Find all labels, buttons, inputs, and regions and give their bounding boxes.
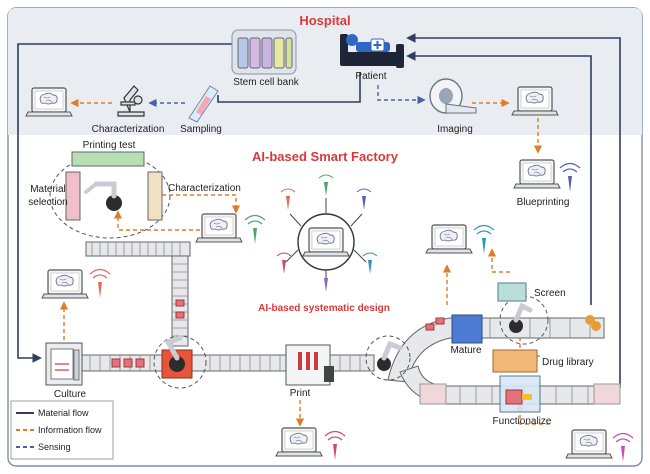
legend-sensing-label: Sensing xyxy=(38,442,71,452)
characterization-panel xyxy=(147,171,163,221)
brain-laptop-icon xyxy=(41,269,89,299)
material-selection-label-1: Material xyxy=(30,184,66,195)
mature-label: Mature xyxy=(450,345,482,356)
mri-scanner-icon xyxy=(429,78,477,114)
material-selection-panel xyxy=(65,171,81,221)
output-tissue xyxy=(591,321,601,331)
sampling-label: Sampling xyxy=(180,124,222,135)
bioprinter-icon xyxy=(285,344,334,386)
hospital-characterization-label: Characterization xyxy=(92,124,165,135)
screen-label: Screen xyxy=(534,288,566,299)
material-selection-label-2: selection xyxy=(28,197,67,208)
antenna-icon xyxy=(244,214,266,244)
brain-laptop-icon xyxy=(425,224,473,254)
culture-label: Culture xyxy=(54,389,87,400)
imaging-label: Imaging xyxy=(437,124,473,135)
robot-arm-icon xyxy=(84,181,122,211)
drug-library-box xyxy=(492,349,538,373)
brain-laptop-icon xyxy=(25,87,73,117)
printing-test-panel xyxy=(71,151,145,167)
printing-test-label: Printing test xyxy=(83,140,136,151)
hospital-band xyxy=(8,8,642,135)
brain-laptop-icon xyxy=(275,427,323,457)
functionalize-label: Functionalize xyxy=(493,416,552,427)
legend-material-label: Material flow xyxy=(38,408,89,418)
antenna-icon xyxy=(324,430,346,460)
sensing-lines xyxy=(148,85,426,108)
systematic-design-label: AI-based systematic design xyxy=(258,303,390,314)
mature-block xyxy=(451,314,483,344)
antenna-icon xyxy=(612,432,634,462)
robot-arm-icon xyxy=(377,340,403,371)
microscope-icon xyxy=(117,85,145,117)
functionalize-chamber-icon xyxy=(419,375,621,413)
brain-laptop-icon xyxy=(195,213,243,243)
incubator-icon xyxy=(45,342,83,386)
antenna-icon xyxy=(559,162,581,192)
patient-label: Patient xyxy=(355,71,386,82)
robot-zone xyxy=(365,335,411,381)
hospital-title: Hospital xyxy=(299,13,350,28)
stem-cell-bank-label: Stem cell bank xyxy=(233,77,300,88)
stem-cell-bank-icon xyxy=(231,29,297,75)
robot-arm-icon xyxy=(509,302,533,333)
antenna-icon xyxy=(89,268,111,298)
brain-laptop-icon xyxy=(513,159,561,189)
robot-arm-icon xyxy=(164,335,185,372)
legend-information-label: Information flow xyxy=(38,425,102,435)
factory-title: AI-based Smart Factory xyxy=(252,149,399,164)
factory-characterization-label: Characterization xyxy=(168,183,241,194)
brain-laptop-icon xyxy=(302,227,350,257)
sampling-tube-icon xyxy=(188,85,219,123)
drug-library-label: Drug library xyxy=(542,357,594,368)
print-label: Print xyxy=(290,388,311,399)
brain-laptop-icon xyxy=(511,86,559,116)
blueprinting-label: Blueprinting xyxy=(517,197,570,208)
antenna-icon xyxy=(473,224,495,254)
screen-panel xyxy=(497,282,527,302)
legend: Material flow Information flow Sensing xyxy=(10,400,114,460)
patient-bed-icon xyxy=(340,34,404,68)
brain-laptop-icon xyxy=(565,429,613,459)
systematic-design-hub xyxy=(276,174,378,292)
tissue-samples xyxy=(111,299,445,368)
